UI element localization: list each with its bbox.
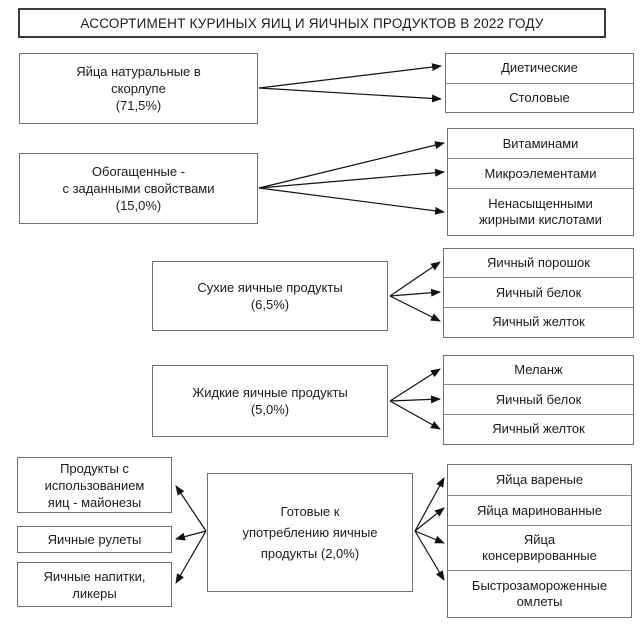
leaf-column-liquid: Меланж Яичный белок Яичный желток [443,355,634,445]
arrow-line [389,288,441,297]
arrow-line [258,87,442,103]
group-box-ready-to-eat: Готовые к употреблению яичные продукты (… [207,473,413,592]
leaf-box-egg-white-liquid: Яичный белок [444,385,633,415]
leaf-box-egg-white-dry: Яичный белок [444,278,633,308]
arrow-line [414,530,445,581]
leaf-box-canned-eggs: Яйца консервированные [448,526,631,571]
leaf-box-egg-drinks-liqueurs: Яичные напитки, ликеры [17,562,172,607]
arrow-line [389,295,441,322]
arrow-line [389,395,441,404]
arrow-line [389,368,441,402]
arrow-line [389,261,441,297]
leaf-box-egg-rolls: Яичные рулеты [17,526,172,553]
diagram-title: АССОРТИМЕНТ КУРИНЫХ ЯИЦ И ЯИЧНЫХ ПРОДУКТ… [18,8,606,38]
arrow-line [414,477,445,532]
arrow-line [175,485,207,532]
leaf-box-vitamins: Витаминами [448,129,633,159]
leaf-box-unsaturated-fatty-acids: Ненасыщенными жирными кислотами [479,196,602,227]
leaf-column-enriched: Витаминами Микроэлементами Ненасыщенными… [447,128,634,236]
arrow-line [258,168,445,189]
leaf-box-table-eggs: Столовые [509,89,570,105]
arrow-line [389,400,441,430]
leaf-box-egg-yolk-liquid: Яичный желток [492,421,585,437]
leaf-column-ready: Яйца вареные Яйца маринованные Яйца конс… [447,464,632,618]
arrow-line [175,530,207,541]
group-box-liquid-products: Жидкие яичные продукты (5,0%) [152,365,388,437]
leaf-column-natural: Диетические Столовые [445,53,634,113]
leaf-box-mayonnaise-products: Продукты с использованием яиц - майонезы [17,457,172,513]
arrow-line [258,187,445,215]
leaf-box-dietary: Диетические [446,54,633,84]
leaf-box-pickled-eggs: Яйца маринованные [448,496,631,526]
group-box-enriched: Обогащенные - с заданными свойствами (15… [19,153,258,224]
leaf-box-egg-yolk-dry: Яичный желток [492,314,585,330]
arrow-line [258,63,442,89]
arrow-line [175,530,207,584]
group-box-dry-products: Сухие яичные продукты (6,5%) [152,261,388,331]
leaf-column-dry: Яичный порошок Яичный белок Яичный желто… [443,248,634,338]
leaf-box-boiled-eggs: Яйца вареные [448,465,631,496]
group-box-natural-eggs: Яйца натуральные в скорлупе (71,5%) [19,53,258,124]
leaf-box-melange: Меланж [444,356,633,386]
arrow-line [414,507,445,532]
leaf-box-quick-frozen-omelets: Быстрозамороженные омлеты [471,578,608,609]
arrow-line [258,141,445,189]
arrow-line [414,530,445,544]
leaf-box-egg-powder: Яичный порошок [444,249,633,279]
leaf-box-microelements: Микроэлементами [448,159,633,189]
